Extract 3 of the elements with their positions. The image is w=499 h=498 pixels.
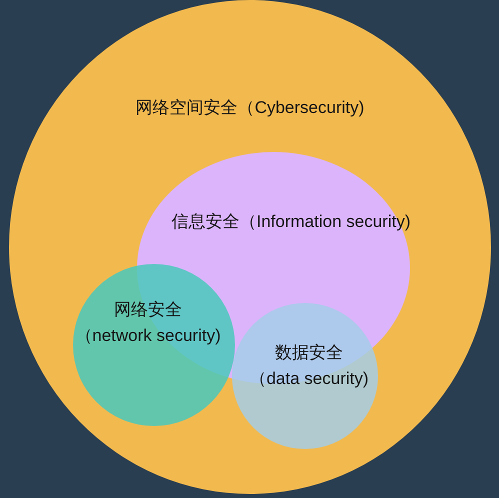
set-label: 网络空间安全（Cybersecurity) [136,97,364,119]
set-label: 数据安全（data security) [249,342,369,390]
set-label: 网络安全（network security) [75,299,221,347]
